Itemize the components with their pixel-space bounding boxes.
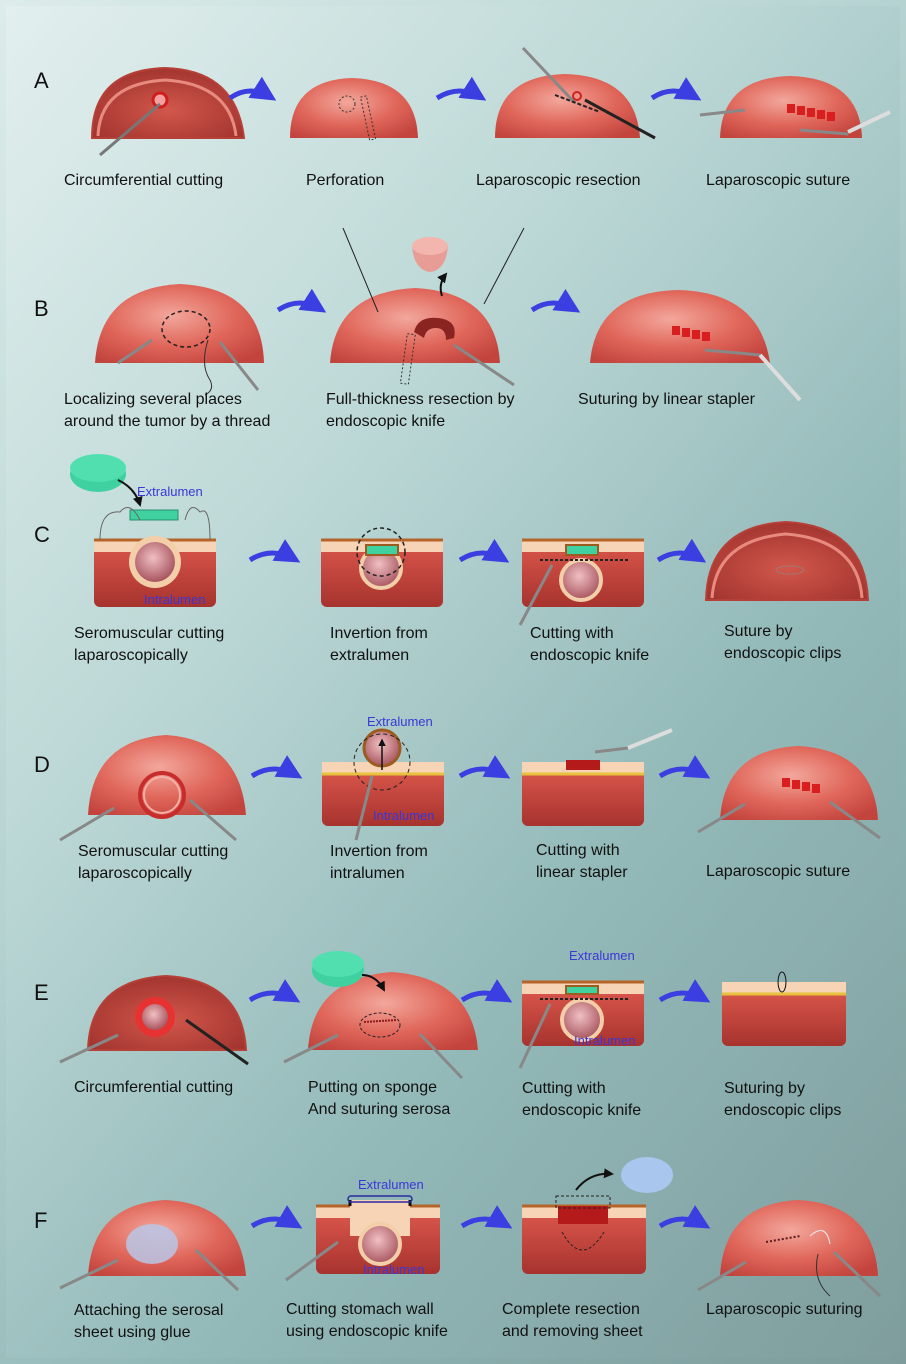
row-f-panel-3: [522, 1157, 673, 1274]
caption-c-3: Cutting with endoscopic knife: [530, 623, 649, 667]
caption-d-4: Laparoscopic suture: [706, 861, 850, 883]
row-a-panel-3: [495, 48, 655, 138]
caption-a-2: Perforation: [306, 170, 384, 192]
caption-d-2: Invertion from intralumen: [330, 841, 428, 885]
row-d-panel-1: [60, 735, 246, 840]
label-intralumen-e3: Intralumen: [574, 1033, 635, 1048]
caption-e-2: Putting on sponge And suturing serosa: [308, 1077, 450, 1121]
row-a-arrows: [230, 91, 697, 98]
caption-c-2: Invertion from extralumen: [330, 623, 428, 667]
caption-e-4: Suturing by endoscopic clips: [724, 1078, 841, 1122]
caption-e-3: Cutting with endoscopic knife: [522, 1078, 641, 1122]
row-c-panel-1: [70, 454, 216, 607]
caption-b-3: Suturing by linear stapler: [578, 389, 755, 411]
row-d-panel-2: [322, 730, 444, 840]
caption-f-3: Complete resection and removing sheet: [502, 1299, 643, 1343]
row-e-panel-4: [722, 972, 846, 1046]
row-b-panel-3: [590, 290, 800, 400]
caption-b-2: Full-thickness resection by endoscopic k…: [326, 389, 515, 433]
caption-c-1: Seromuscular cutting laparoscopically: [74, 623, 224, 667]
row-c-panel-3: [520, 540, 644, 625]
row-letter-b: B: [34, 296, 49, 322]
row-letter-a: A: [34, 68, 49, 94]
caption-f-2: Cutting stomach wall using endoscopic kn…: [286, 1299, 448, 1343]
caption-a-4: Laparoscopic suture: [706, 170, 850, 192]
row-f-panel-1: [60, 1200, 246, 1290]
row-d-panel-4: [698, 746, 880, 838]
row-a-panel-2: [290, 78, 418, 140]
row-letter-e: E: [34, 980, 49, 1006]
caption-d-1: Seromuscular cutting laparoscopically: [78, 841, 228, 885]
row-e-panel-2: [284, 951, 478, 1078]
caption-f-1: Attaching the serosal sheet using glue: [74, 1300, 223, 1344]
row-letter-f: F: [34, 1208, 47, 1234]
row-a-panel-1: [92, 68, 244, 155]
row-f-panel-4: [698, 1200, 880, 1296]
caption-e-1: Circumferential cutting: [74, 1077, 233, 1099]
label-extralumen-d2: Extralumen: [367, 714, 433, 729]
row-d-panel-3: [522, 730, 672, 826]
row-e-panel-3: [520, 982, 644, 1068]
label-extralumen-f2: Extralumen: [358, 1177, 424, 1192]
label-intralumen-d2: Intralumen: [373, 808, 434, 823]
caption-c-4: Suture by endoscopic clips: [724, 621, 841, 665]
label-intralumen-c1: Intralumen: [144, 592, 205, 607]
row-c-panel-2: [321, 528, 443, 607]
row-e-panel-1: [60, 976, 248, 1064]
row-letter-c: C: [34, 522, 50, 548]
row-letter-d: D: [34, 752, 50, 778]
caption-b-1: Localizing several places around the tum…: [64, 389, 270, 433]
label-extralumen-c1: Extralumen: [137, 484, 203, 499]
caption-a-3: Laparoscopic resection: [476, 170, 641, 192]
row-a-panel-4: [700, 76, 890, 138]
caption-d-3: Cutting with linear stapler: [536, 840, 628, 884]
caption-a-1: Circumferential cutting: [64, 170, 223, 192]
row-c-panel-4: [706, 522, 868, 600]
row-b-panel-2: [330, 228, 524, 385]
label-extralumen-e3: Extralumen: [569, 948, 635, 963]
caption-f-4: Laparoscopic suturing: [706, 1299, 863, 1321]
label-intralumen-f2: Intralumen: [363, 1262, 424, 1277]
row-b-panel-1: [95, 284, 264, 395]
